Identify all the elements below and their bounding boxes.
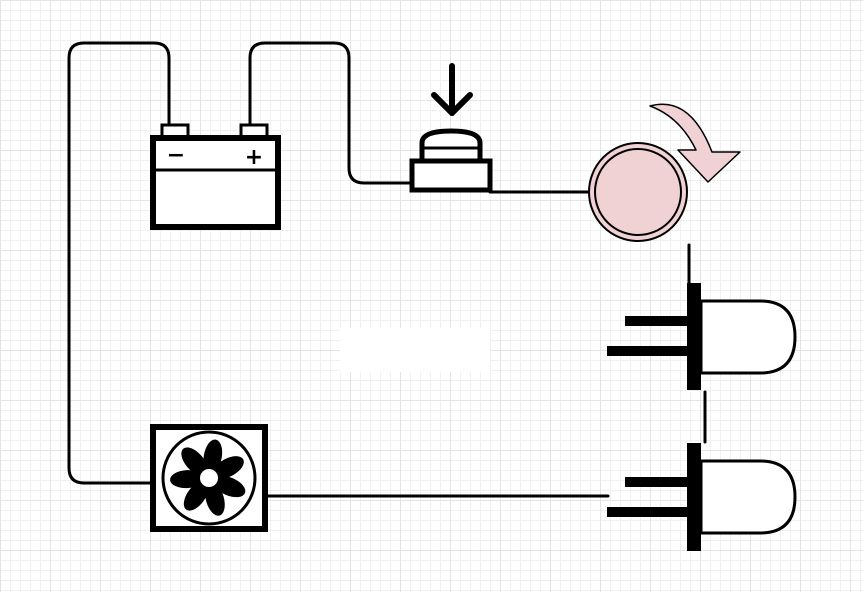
motor[interactable]	[588, 103, 741, 242]
led-bottom[interactable]	[607, 443, 797, 551]
curved-arrow-icon	[649, 103, 741, 183]
battery[interactable]: − +	[150, 123, 281, 230]
wire-battery-to-button	[248, 41, 414, 185]
fan[interactable]	[150, 424, 268, 532]
blank-label-area	[340, 328, 490, 372]
battery-plus-sign: +	[245, 145, 263, 170]
battery-minus-sign: −	[167, 143, 185, 168]
down-arrow-icon	[431, 63, 473, 116]
wire-left-loop	[67, 41, 171, 485]
push-button[interactable]	[409, 63, 493, 193]
led-top[interactable]	[607, 283, 797, 390]
